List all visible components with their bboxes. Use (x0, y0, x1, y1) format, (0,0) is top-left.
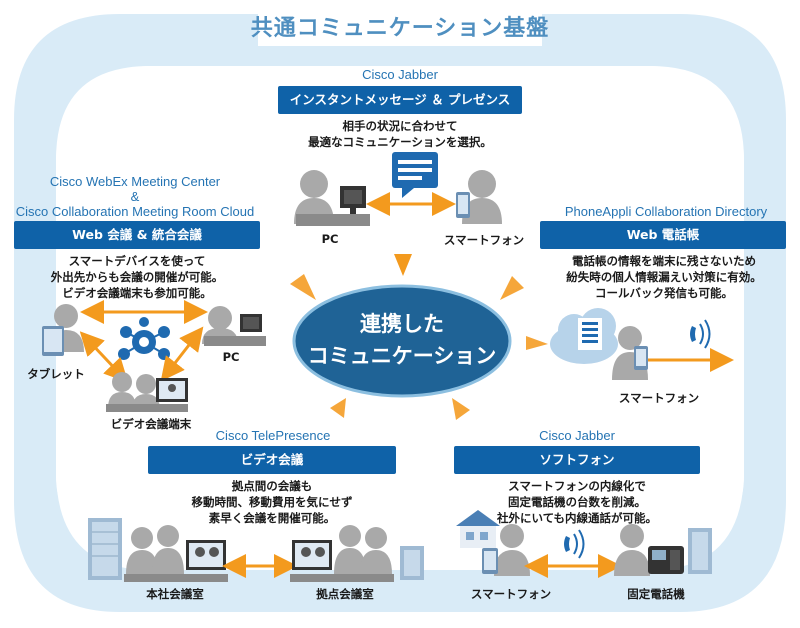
page-title: 共通コミュニケーション基盤 (250, 16, 550, 41)
hq-building-icon (88, 518, 122, 580)
bottom-left-label-branch: 拠点会議室 (316, 587, 374, 601)
bottom-right-label-phone: スマートフォン (470, 587, 552, 601)
left-product-1: Cisco WebEx Meeting Center (49, 174, 221, 189)
title-backing (258, 12, 542, 46)
arrow-right-mid (526, 336, 548, 350)
left-video-terminal (106, 372, 188, 412)
top-pc-user (294, 170, 370, 226)
bottom-left-description: 拠点間の会議も 移動時間、移動費用を気にせず 素早く会議を開催可能。 (148, 478, 396, 526)
top-label-pc: PC (321, 232, 339, 246)
bottom-left-feature-pill: ビデオ会議 (148, 446, 396, 474)
bottom-left-label-hq: 本社会議室 (146, 587, 204, 601)
bottom-left-desc-line2: 移動時間、移動費用を気にせず (191, 495, 353, 509)
arrow-left-bottom (330, 398, 346, 418)
right-desc-line3: コールバック発信も可能。 (595, 286, 733, 300)
right-phone-user (612, 326, 648, 380)
left-desc-line1: スマートデバイスを使って (68, 254, 206, 268)
left-product-names: Cisco WebEx Meeting Center & Cisco Colla… (10, 174, 260, 219)
bottom-left-desc-line3: 素早く会議を開催可能。 (208, 511, 336, 525)
arrow-right-top (500, 276, 524, 300)
left-description: スマートデバイスを使って 外出先からも会議の開催が可能。 ビデオ会議端末も参加可… (14, 253, 260, 301)
bottom-right-phone-user (482, 524, 530, 576)
center-label-line1: 連携した (360, 312, 444, 336)
left-link-arrow-lower-right (160, 326, 204, 382)
left-desc-line2: 外出先からも会議の開催が可能。 (50, 270, 224, 284)
arrow-left-top (290, 274, 316, 300)
left-pc-user (202, 306, 266, 346)
center-label: 連携した コミュニケーション (294, 308, 510, 372)
top-feature-pill: インスタントメッセージ ＆ プレゼンス (278, 86, 522, 114)
right-desc-line1: 電話帳の情報を端末に残さないため (572, 254, 756, 268)
left-link-arrow-lower-left (79, 331, 129, 383)
right-feature-pill: Web 電話帳 (540, 221, 786, 249)
top-desc-line2: 最適なコミュニケーションを選択。 (308, 135, 492, 149)
left-feature-pill: Web 会議 & 統合会議 (14, 221, 260, 249)
bottom-right-label-fixed: 固定電話機 (627, 587, 685, 601)
arrow-right-bottom (452, 398, 470, 420)
left-desc-line3: ビデオ会議端末も参加可能。 (62, 286, 212, 300)
left-label-pc: PC (222, 350, 240, 364)
bottom-call-signal-icon (564, 529, 585, 559)
left-tablet-user (42, 304, 84, 356)
bottom-right-desc-line2: 固定電話機の台数を削減。 (508, 495, 646, 509)
bottom-left-desc-line1: 拠点間の会議も (231, 479, 313, 493)
bottom-left-product-name: Cisco TelePresence (215, 428, 331, 443)
left-product-amp: & (130, 189, 140, 204)
bottom-right-desc-line1: スマートフォンの内線化で (508, 479, 646, 493)
branch-meeting-group (290, 525, 424, 582)
right-label-phone: スマートフォン (618, 391, 700, 405)
bottom-right-desc-line3: 社外にいても内線通話が可能。 (496, 511, 658, 525)
left-label-video: ビデオ会議端末 (110, 417, 192, 431)
right-product-name: PhoneAppli Collaboration Directory (564, 204, 768, 219)
left-product-2: Cisco Collaboration Meeting Room Cloud (15, 204, 255, 219)
house-icon (456, 510, 500, 548)
pointer-arrows (290, 254, 548, 420)
right-description: 電話帳の情報を端末に残さないため 紛失時の個人情報漏えい対策に有効。 コールバッ… (538, 253, 790, 301)
platform-ring (14, 14, 786, 612)
right-desc-line2: 紛失時の個人情報漏えい対策に有効。 (566, 270, 762, 284)
top-description: 相手の状況に合わせて 最適なコミュニケーションを選択。 (270, 118, 530, 150)
top-product-name: Cisco Jabber (362, 67, 438, 82)
top-phone-user (456, 170, 502, 224)
bottom-right-product-name: Cisco Jabber (539, 428, 615, 443)
left-label-tablet: タブレット (27, 367, 85, 381)
top-label-phone: スマートフォン (443, 233, 525, 247)
cloud-directory-icon (550, 308, 618, 364)
center-ellipse (292, 284, 512, 398)
top-desc-line1: 相手の状況に合わせて (342, 119, 458, 133)
right-call-signal-icon (690, 319, 711, 349)
bottom-right-description: スマートフォンの内線化で 固定電話機の台数を削減。 社外にいても内線通話が可能。 (454, 478, 700, 526)
center-label-line2: コミュニケーション (307, 344, 497, 368)
hq-meeting-group (124, 525, 228, 582)
arrow-top (394, 254, 412, 276)
bottom-right-feature-pill: ソフトフォン (454, 446, 700, 474)
fixed-phone-user (614, 524, 712, 576)
